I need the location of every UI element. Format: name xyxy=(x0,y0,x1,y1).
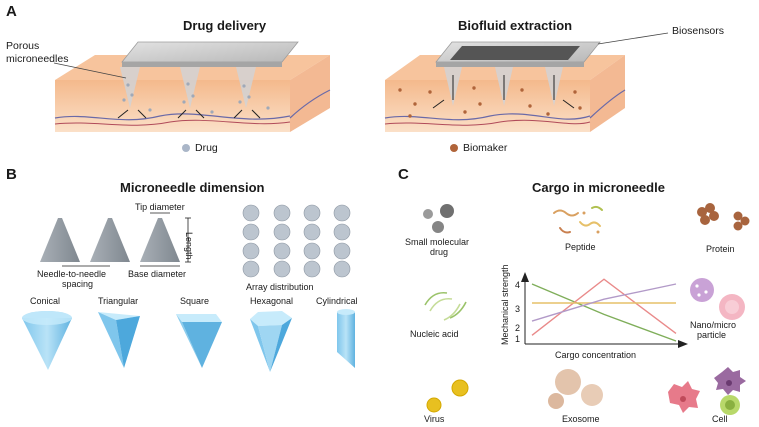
hexagonal-needle xyxy=(250,311,292,372)
small-molecular-label-line1: Small molecular xyxy=(405,237,470,247)
microneedle-dimension-title: Microneedle dimension xyxy=(120,180,265,195)
panel-b-letter: B xyxy=(6,166,17,183)
triangular-needle xyxy=(98,312,140,368)
tip-diameter-label: Tip diameter xyxy=(135,202,185,212)
spacing-label-line1: Needle-to-needle xyxy=(37,269,107,279)
needle-dimension-diagram xyxy=(40,212,191,267)
legend-drug-label: Drug xyxy=(195,142,218,154)
chart-ytick-1: 1 xyxy=(515,334,521,344)
nano-particle-label-line1: Nano/micro xyxy=(690,320,737,330)
legend-biomaker-label: Biomaker xyxy=(463,142,508,154)
porous-label-line2: microneedles xyxy=(6,53,69,65)
legend-biomaker-dot xyxy=(450,144,458,152)
nano-particle-icon xyxy=(690,278,745,320)
porous-needle xyxy=(180,67,200,108)
panel-a-letter: A xyxy=(6,3,17,20)
virus-label: Virus xyxy=(424,414,445,424)
small-molecular-label-line2: drug xyxy=(430,247,449,257)
drug-delivery-skin-block xyxy=(54,41,331,132)
protein-icon xyxy=(697,203,750,231)
cylindrical-needle xyxy=(337,309,355,368)
chart-ytick-3: 3 xyxy=(515,304,521,314)
shape-label-cylindrical: Cylindrical xyxy=(316,296,358,306)
small-molecule-icon xyxy=(423,204,454,233)
cell-label: Cell xyxy=(712,414,728,424)
shape-label-conical: Conical xyxy=(30,296,61,306)
exosome-label: Exosome xyxy=(562,414,600,424)
exosome-icon xyxy=(548,369,603,409)
protein-label: Protein xyxy=(706,244,735,254)
array-distribution-label: Array distribution xyxy=(246,282,314,292)
drug-delivery-title: Drug delivery xyxy=(183,18,267,33)
nucleic-acid-label: Nucleic acid xyxy=(410,329,459,339)
chart-ytick-2: 2 xyxy=(515,323,521,333)
biofluid-extraction-title: Biofluid extraction xyxy=(458,18,573,33)
chart-series-line-2 xyxy=(531,278,677,336)
shape-label-hexagonal: Hexagonal xyxy=(250,296,294,306)
porous-needle xyxy=(236,67,256,108)
base-diameter-label: Base diameter xyxy=(128,269,187,279)
virus-icon xyxy=(426,379,469,413)
biosensor-layer xyxy=(450,46,580,60)
nano-particle-label-line2: particle xyxy=(697,330,727,340)
chart-xlabel: Cargo concentration xyxy=(555,350,637,360)
peptide-icon xyxy=(553,205,603,234)
length-label: Length xyxy=(184,232,194,260)
chart-ytick-4: 4 xyxy=(515,280,521,290)
chart-series-group xyxy=(531,278,677,342)
biofluid-skin-block xyxy=(384,41,626,132)
legend-drug-dot xyxy=(182,144,190,152)
chart-ylabel: Mechanical strength xyxy=(500,264,510,345)
array-distribution-dots xyxy=(242,204,351,278)
spacing-label-line2: spacing xyxy=(62,279,94,289)
biosensors-label: Biosensors xyxy=(672,25,724,37)
conical-needle xyxy=(22,311,72,370)
nucleic-acid-icon xyxy=(424,291,467,321)
shape-label-triangular: Triangular xyxy=(98,296,139,306)
cell-icon xyxy=(668,367,746,415)
chart-series-line-4 xyxy=(531,283,677,322)
mechanical-strength-chart xyxy=(521,272,688,348)
porous-label-line1: Porous xyxy=(6,40,40,52)
square-needle xyxy=(176,314,222,368)
cargo-title: Cargo in microneedle xyxy=(532,180,665,195)
panel-c-letter: C xyxy=(398,166,409,183)
peptide-label: Peptide xyxy=(565,242,596,252)
porous-needle xyxy=(120,67,140,108)
shape-label-square: Square xyxy=(180,296,210,306)
chart-series-line-1 xyxy=(531,283,677,342)
